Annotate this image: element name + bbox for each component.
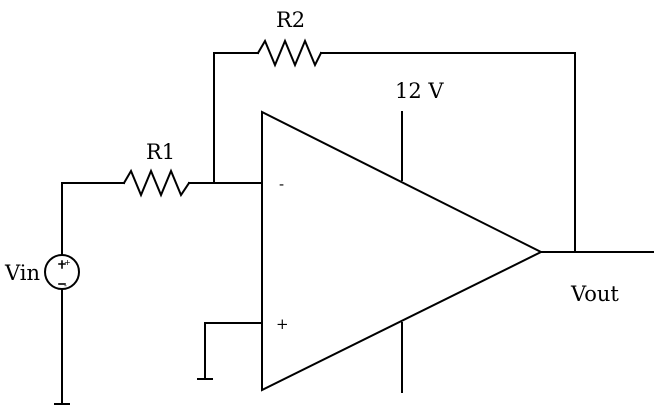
inverting-input-symbol: - xyxy=(279,175,284,193)
op-amp-triangle xyxy=(261,110,544,392)
supply-voltage-label: 12 V xyxy=(395,79,444,103)
resistor-r1 xyxy=(122,168,191,198)
feedback-wire-left xyxy=(213,52,259,184)
resistor-r2 xyxy=(256,38,323,68)
vout-label: Vout xyxy=(570,282,619,306)
vin-label: Vin xyxy=(4,261,40,285)
r2-label: R2 xyxy=(276,8,305,32)
r1-label: R1 xyxy=(146,140,175,164)
source-internal-plus-mark xyxy=(58,260,66,269)
input-wire-left xyxy=(61,182,125,256)
noninverting-input-wire xyxy=(204,322,263,379)
source-negative-symbol: - xyxy=(64,281,67,290)
source-positive-symbol: + xyxy=(64,258,71,267)
noninverting-input-symbol: + xyxy=(276,315,289,333)
feedback-wire-right xyxy=(320,52,576,253)
